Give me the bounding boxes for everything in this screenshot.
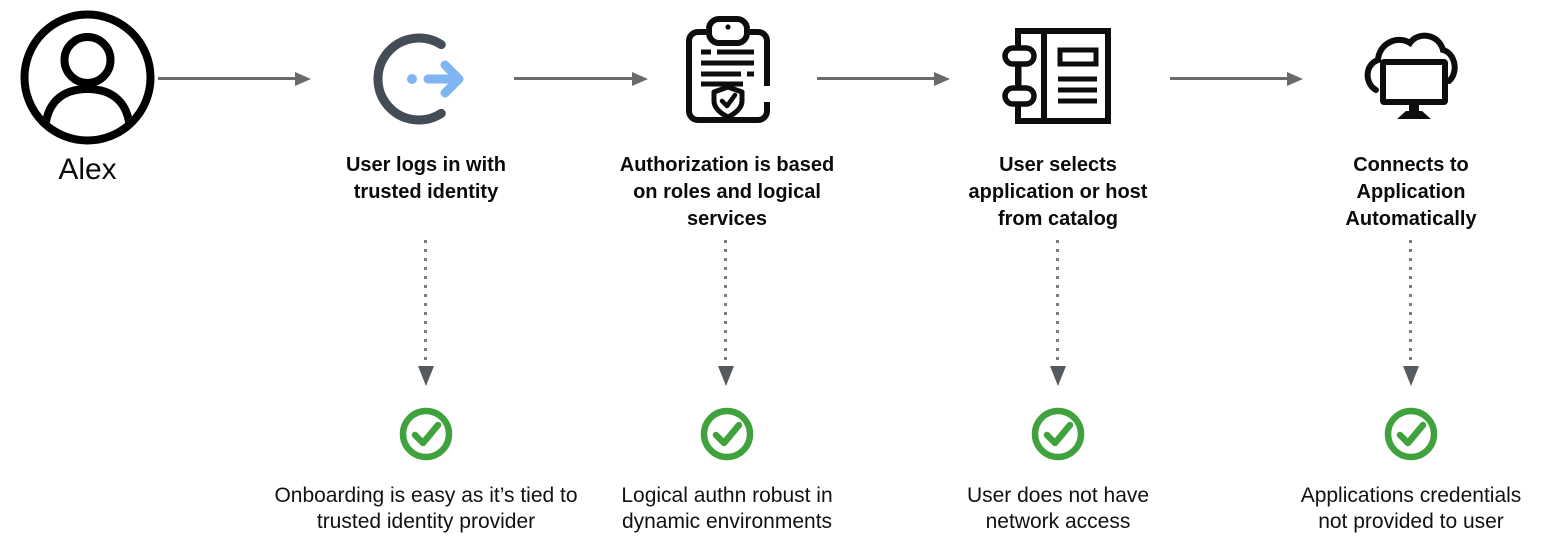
check-icon (399, 407, 453, 461)
dotted-arrow-head (1403, 366, 1419, 386)
flow-arrow (1170, 77, 1287, 80)
benefit-text: Onboarding is easy as it’s tied to trust… (274, 484, 578, 533)
flow-arrow (514, 77, 632, 80)
authorization-clipboard-icon (681, 14, 775, 126)
flow-arrow (158, 77, 295, 80)
cloud-desktop-icon (1361, 26, 1461, 124)
login-arrow-icon (371, 24, 481, 134)
actor-name: Alex (58, 153, 117, 186)
dotted-arrow (424, 240, 427, 367)
check-icon (1384, 407, 1438, 461)
step-label: User logs in with trusted identity (345, 154, 507, 203)
step-label: Connects to Application Automatically (1345, 154, 1477, 230)
benefit-text: Applications credentials not provided to… (1300, 484, 1522, 533)
dotted-arrow-head (718, 366, 734, 386)
dotted-arrow (1409, 240, 1412, 367)
dotted-arrow (1056, 240, 1059, 367)
benefit-text: User does not have network access (966, 484, 1150, 533)
application-catalog-icon (1001, 26, 1115, 126)
step-label: Authorization is based on roles and logi… (619, 154, 835, 230)
step-label: User selects application or host from ca… (968, 154, 1148, 230)
dotted-arrow-head (1050, 366, 1066, 386)
check-icon (700, 407, 754, 461)
dotted-arrow-head (418, 366, 434, 386)
check-icon (1031, 407, 1085, 461)
flow-arrow (817, 77, 934, 80)
benefit-text: Logical authn robust in dynamic environm… (621, 484, 833, 533)
dotted-arrow (724, 240, 727, 367)
user-avatar-icon (20, 10, 155, 145)
